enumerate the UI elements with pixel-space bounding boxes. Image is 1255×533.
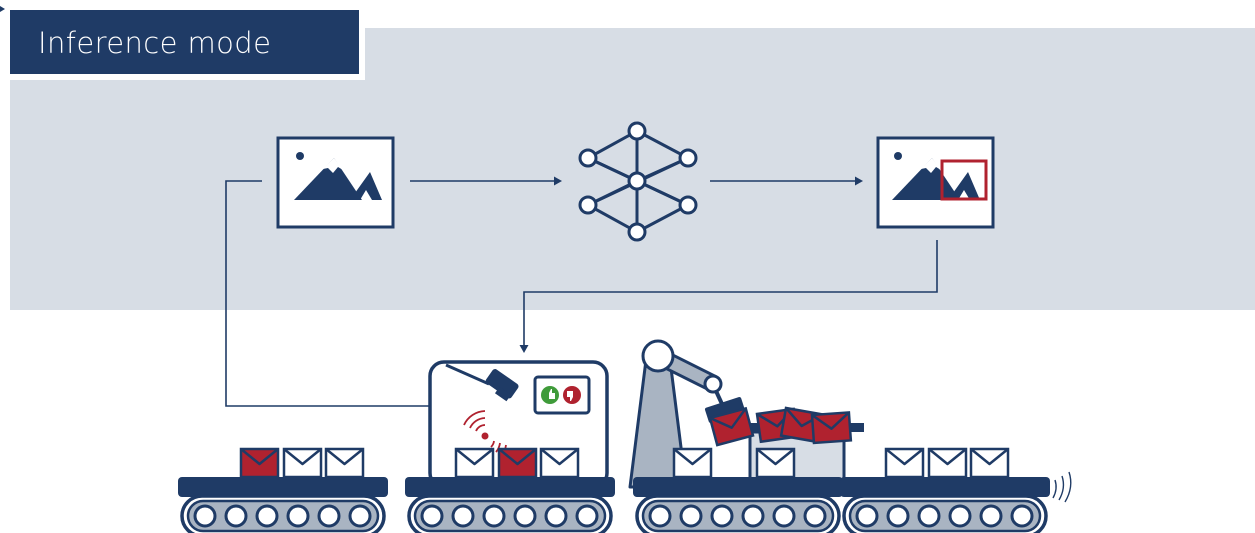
motion-lines <box>1052 471 1072 503</box>
conveyor-belt <box>176 475 390 533</box>
title-banner: Inference mode <box>10 10 365 80</box>
camera-icon <box>445 363 519 402</box>
arrow-to-model <box>410 176 562 186</box>
robot-arm-icon <box>628 339 755 489</box>
neural-network-icon <box>578 121 698 242</box>
page-title: Inference mode <box>38 26 272 60</box>
output-image-detection-icon <box>876 136 995 229</box>
arrow-to-output <box>710 176 863 186</box>
result-feed-arrow <box>519 240 938 353</box>
envelopes <box>239 447 1010 479</box>
thumbs-up-down-icon <box>533 375 591 415</box>
conveyor-belt <box>838 475 1052 533</box>
input-image-icon <box>276 136 395 229</box>
input-feed-line <box>225 180 430 407</box>
conveyor-belt <box>403 475 617 533</box>
conveyor-belt <box>631 475 845 533</box>
